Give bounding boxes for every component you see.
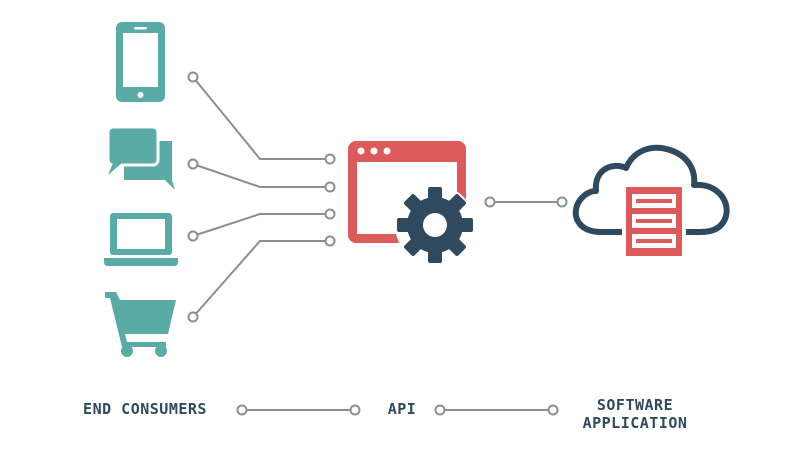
connector-chat — [192, 163, 330, 188]
laptop-icon — [104, 213, 178, 266]
label-api-text: API — [387, 400, 417, 418]
shopping-cart-icon — [105, 292, 176, 357]
connector-nodes — [187, 71, 568, 416]
chat-bubbles-icon — [106, 125, 175, 190]
label-software-application: SOFTWARE APPLICATION — [560, 396, 710, 432]
consumer-connectors — [192, 76, 562, 411]
label-software-line1: SOFTWARE — [596, 396, 674, 414]
browser-window-gear-icon — [348, 141, 475, 265]
smartphone-icon — [116, 22, 165, 102]
label-end-consumers-text: END CONSUMERS — [83, 400, 207, 418]
label-end-consumers: END CONSUMERS — [60, 400, 230, 418]
label-api: API — [372, 400, 432, 418]
connector-cart — [192, 240, 330, 318]
label-software-line2: APPLICATION — [582, 414, 688, 432]
gear-icon — [395, 185, 475, 265]
connector-phone — [192, 76, 330, 160]
connector-laptop — [192, 213, 330, 237]
cloud-server-icon — [572, 144, 730, 260]
